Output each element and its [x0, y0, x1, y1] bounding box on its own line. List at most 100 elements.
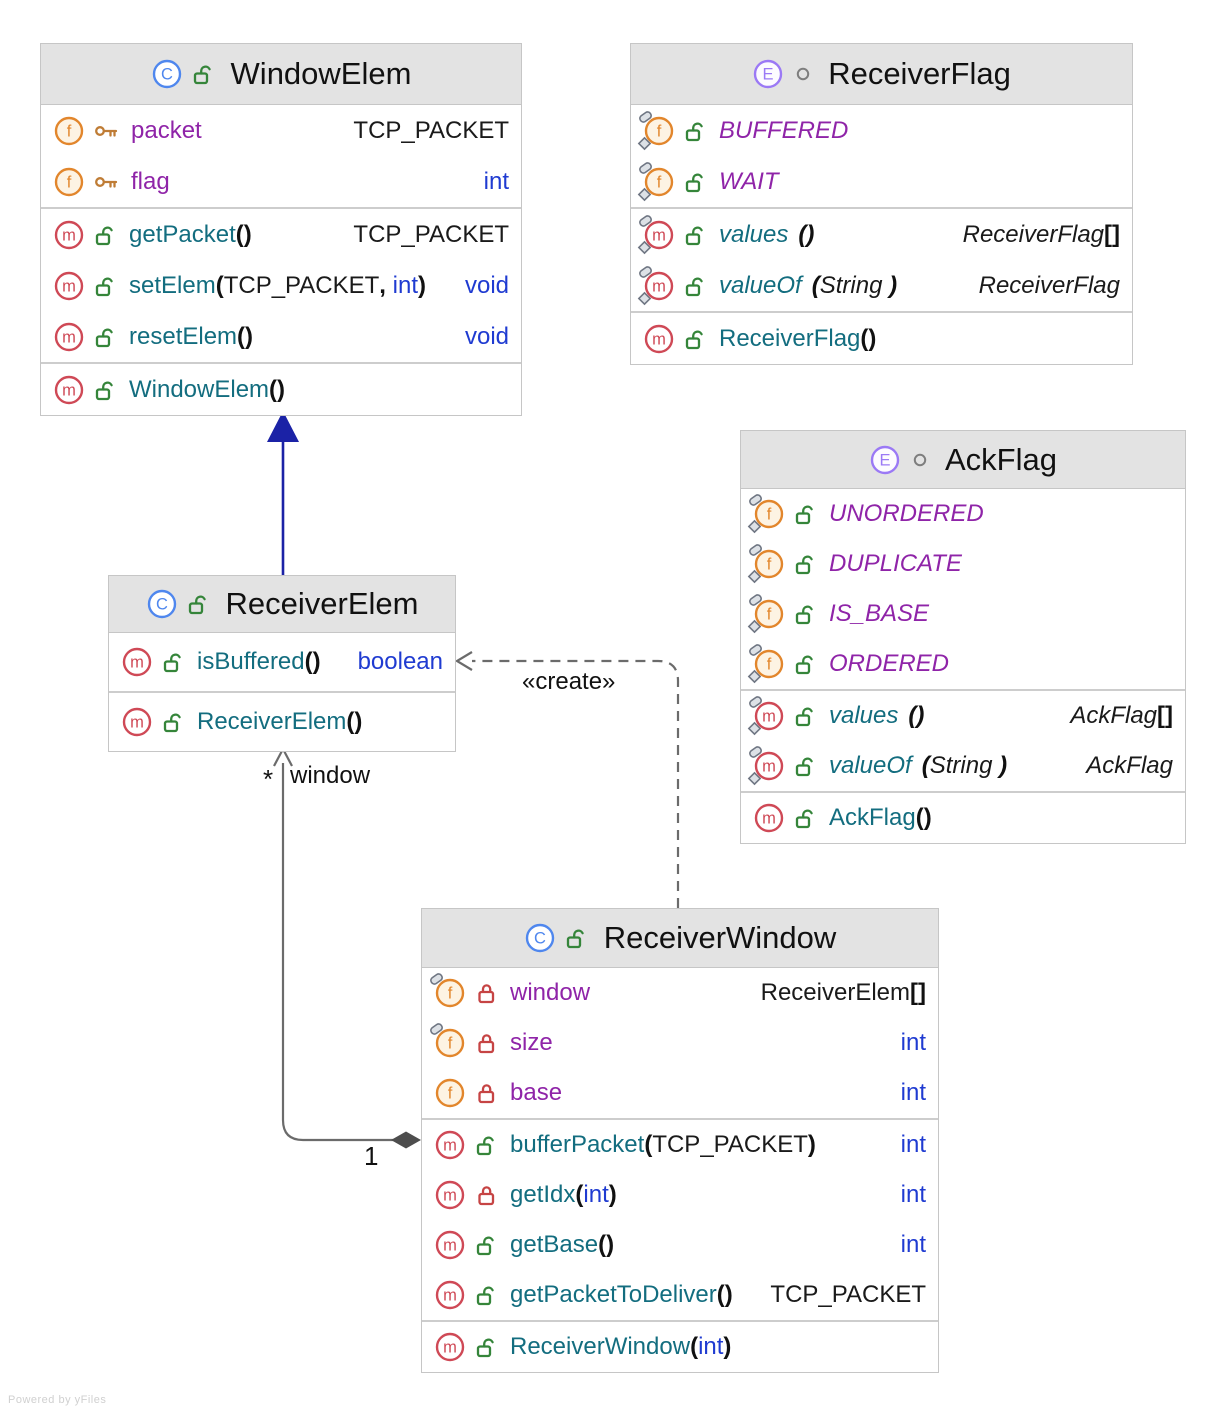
signature-text: [] — [1157, 702, 1173, 729]
method-icon: m — [753, 802, 785, 834]
signature-text: int — [900, 1131, 926, 1158]
member-signature: AckFlag() — [829, 804, 932, 832]
field-icon: f — [747, 494, 785, 534]
signature-text: ReceiverFlag — [962, 220, 1105, 248]
signature-text: ( — [237, 322, 246, 350]
return-type: AckFlag — [1072, 752, 1173, 780]
return-type: TCP_PACKET — [756, 1281, 926, 1309]
signature-text: ) — [418, 271, 426, 299]
member-signature: WAIT — [719, 168, 789, 196]
aggregation-edge[interactable] — [273, 746, 421, 1149]
signature-text: ) — [606, 1231, 615, 1258]
open-lock-icon — [192, 61, 216, 87]
member-signature: getPacketToDeliver() — [510, 1281, 733, 1309]
open-lock-icon — [794, 551, 818, 577]
svg-text:m: m — [652, 330, 666, 348]
signature-text: TCP_PACKET — [223, 271, 380, 299]
signature-text: int — [583, 1181, 609, 1208]
member-signature: packet — [131, 117, 202, 145]
signature-text: ReceiverElem — [197, 708, 347, 735]
signature-text: ) — [916, 702, 925, 729]
member-signature: valueOf(String ) — [829, 752, 1007, 780]
field-icon: f — [53, 115, 85, 147]
signature-text: ( — [716, 1281, 725, 1308]
field-icon: f — [434, 1077, 466, 1109]
member-signature: getPacket() — [129, 221, 252, 249]
class-title: ReceiverFlag — [828, 56, 1011, 91]
open-lock-icon — [684, 169, 708, 195]
signature-text: ( — [346, 708, 355, 735]
member-signature: setElem(TCP_PACKET, int) — [129, 272, 426, 300]
return-type: int — [887, 1131, 926, 1159]
signature-text: ( — [860, 324, 869, 352]
method-icon: m — [121, 706, 153, 738]
signature-text: flag — [131, 167, 170, 195]
enum-icon: E — [752, 58, 784, 90]
open-lock-icon — [475, 1282, 499, 1308]
svg-text:C: C — [534, 930, 546, 948]
svg-text:m: m — [130, 654, 144, 672]
method-icon: m — [53, 270, 85, 302]
signature-text: AckFlag — [829, 804, 916, 831]
watermark: Powered by yFiles — [8, 1394, 107, 1406]
signature-text: UNORDERED — [829, 500, 984, 527]
member-signature: BUFFERED — [719, 117, 858, 145]
return-type: boolean — [344, 648, 443, 676]
member-signature: values() — [829, 702, 924, 730]
open-lock-icon — [162, 649, 186, 675]
key-icon — [94, 118, 120, 144]
return-type: ReceiverFlag — [965, 272, 1120, 300]
signature-text: size — [510, 1029, 553, 1056]
association-role-label: window — [290, 762, 371, 789]
member-row: m getPacketToDeliver() TCP_PACKET — [422, 1270, 938, 1320]
signature-text: getBase — [510, 1231, 599, 1258]
generalization-edge[interactable] — [267, 411, 299, 575]
method-icon: m — [121, 646, 153, 678]
field-icon: f — [430, 1023, 466, 1059]
svg-text:C: C — [161, 66, 173, 84]
signature-text: window — [510, 979, 591, 1006]
svg-text:m: m — [443, 1137, 457, 1155]
open-lock-icon — [684, 118, 708, 144]
class-title: ReceiverWindow — [603, 920, 837, 955]
signature-text: WindowElem — [129, 375, 270, 403]
signature-text: DUPLICATE — [829, 550, 962, 577]
signature-text: , — [379, 271, 393, 299]
closed-lock-icon — [475, 1080, 499, 1106]
open-lock-icon — [794, 601, 818, 627]
method-icon: m — [643, 323, 675, 355]
signature-text: int — [483, 167, 509, 195]
create-dependency-edge[interactable] — [454, 651, 680, 908]
member-row: m AckFlag() — [741, 793, 1185, 843]
signature-text: WAIT — [719, 167, 779, 195]
signature-text: ORDERED — [829, 650, 950, 677]
method-icon: m — [434, 1279, 466, 1311]
open-lock-icon — [475, 1132, 499, 1158]
signature-text: valueOf — [719, 271, 802, 299]
signature-text: AckFlag — [1070, 702, 1158, 729]
signature-text: getIdx — [510, 1181, 576, 1208]
signature-text: int — [900, 1231, 926, 1258]
signature-text: ) — [243, 220, 252, 248]
signature-text: ) — [806, 220, 815, 248]
signature-text: int — [900, 1029, 926, 1056]
return-type: ReceiverFlag[] — [949, 221, 1120, 249]
signature-text: ReceiverElem — [760, 979, 911, 1006]
field-icon: f — [637, 161, 675, 201]
class-header: C ReceiverWindow — [422, 909, 938, 968]
